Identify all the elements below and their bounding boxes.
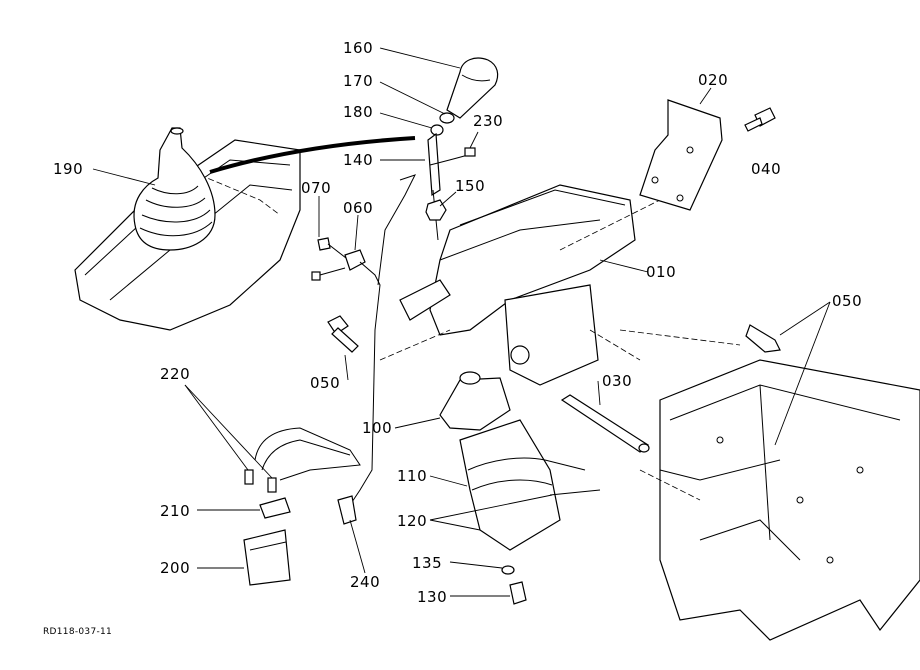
callout-230: 230 [473,112,504,130]
callout-200: 200 [160,559,191,577]
callout-100: 100 [362,419,393,437]
callout-010: 010 [646,263,677,281]
part-200-relay-connector [243,529,291,586]
callout-050-left: 050 [310,374,341,392]
callout-170: 170 [343,72,374,90]
part-060-070-switch [311,174,416,506]
part-110-rubber-boot [459,419,561,551]
part-050-bolt-left [327,315,359,353]
part-190-console-cover [74,127,416,331]
callout-020: 020 [698,71,729,89]
callout-210: 210 [160,502,191,520]
callout-240: 240 [350,573,381,591]
callout-160: 160 [343,39,374,57]
callout-130: 130 [417,588,448,606]
part-010-bracket-frame [379,184,681,386]
part-210-clip [259,497,291,519]
callout-135: 135 [412,554,443,572]
callout-040: 040 [751,160,782,178]
callout-030: 030 [602,372,633,390]
callout-220: 220 [160,365,191,383]
part-240-clamp [337,495,357,525]
part-170-180-collar-nut [430,112,455,136]
callout-120: 120 [397,512,428,530]
part-100-boot-cap [439,371,511,431]
callout-050-right: 050 [832,292,863,310]
callout-110: 110 [397,467,428,485]
callout-150: 150 [455,177,486,195]
part-030-shaft [560,394,650,453]
part-160-shift-knob [446,57,499,119]
part-120-bands [544,459,601,496]
callout-190: 190 [53,160,84,178]
callout-070: 070 [301,179,332,197]
part-140-shift-lever [427,132,441,241]
chassis-frame [619,329,920,641]
part-135-washer [501,565,515,575]
part-040-bolt [744,107,776,132]
callout-140: 140 [343,151,374,169]
callout-180: 180 [343,103,374,121]
leader-lines [92,47,831,597]
part-020-plate [639,99,723,211]
diagram-reference-code: RD118-037-11 [43,627,113,637]
part-130-bolt [509,581,527,605]
part-220-wire-harness [244,427,361,493]
callout-060: 060 [343,199,374,217]
